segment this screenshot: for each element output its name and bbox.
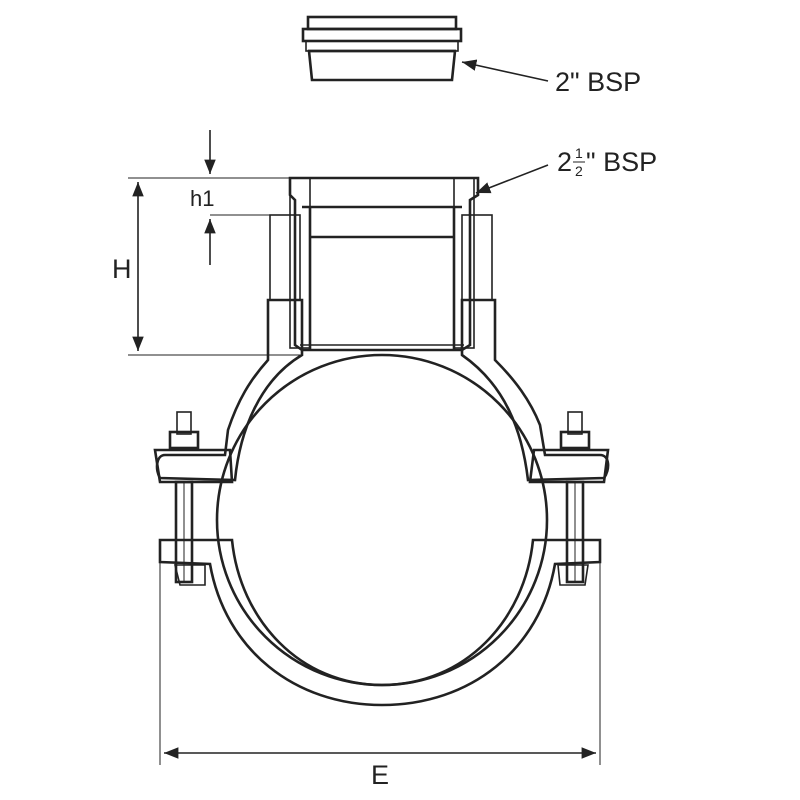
upper-saddle <box>153 298 610 484</box>
label-2-1-2in-bsp: 2 <box>557 147 572 177</box>
dimension-h: H <box>112 177 300 356</box>
leader-2-1-2in <box>475 164 549 194</box>
label-h: H <box>112 254 132 284</box>
label-2-1-2in-whole: 2 <box>557 147 572 177</box>
dimension-e: E <box>159 560 601 790</box>
pipe-section <box>215 353 549 687</box>
dimension-h1: h1 <box>190 130 272 265</box>
label-e: E <box>371 760 389 790</box>
bolt-right <box>559 411 591 584</box>
label-2-1-2in-num: 1 <box>575 145 583 161</box>
adaptor-2in <box>301 15 463 82</box>
label-2in-bsp: 2" BSP <box>555 67 641 97</box>
label-h1: h1 <box>190 186 214 211</box>
bolt-left <box>168 411 200 584</box>
label-2-1-2in-suffix: " BSP <box>586 147 657 177</box>
lower-saddle <box>158 538 602 707</box>
leader-2in <box>461 59 549 82</box>
label-2-1-2in-den: 2 <box>575 163 583 179</box>
